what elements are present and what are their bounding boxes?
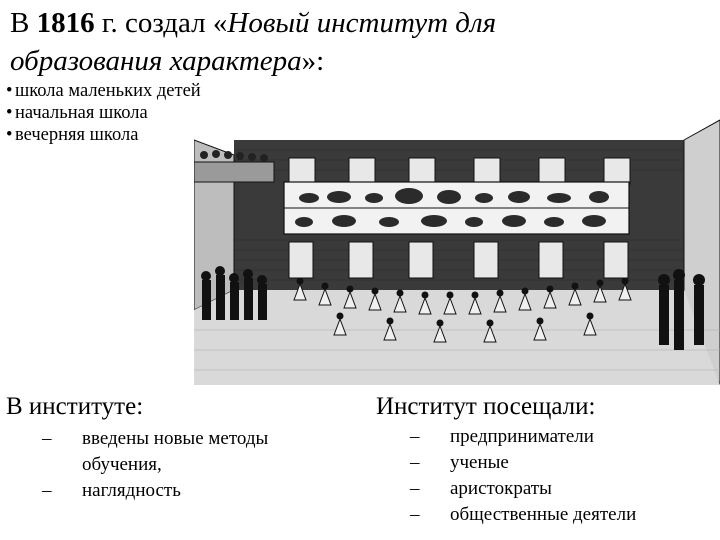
school-hall-illustration <box>194 100 720 385</box>
bullet-item: вечерняя школа <box>6 124 206 146</box>
list-item: – наглядность <box>42 478 342 504</box>
list-item-text: наглядность <box>82 480 181 501</box>
school-types-list: школа маленьких детей начальная школа ве… <box>6 80 206 146</box>
dash-marker: – <box>410 452 420 473</box>
list-item: – предприниматели <box>410 424 715 450</box>
institute-features-list: – введены новые методы обучения, – нагля… <box>42 426 342 504</box>
list-item: – аристократы <box>410 476 715 502</box>
visitors-heading: Институт посещали: <box>376 393 596 420</box>
title-middle: г. создал « <box>94 7 228 39</box>
list-item: – введены новые методы обучения, <box>42 426 342 478</box>
visitors-list: – предприниматели – ученые – аристократы… <box>410 424 715 528</box>
list-item: – ученые <box>410 450 715 476</box>
list-item: – общественные деятели <box>410 502 715 528</box>
institute-heading: В институте: <box>6 393 144 420</box>
list-item-text: предприниматели <box>450 426 594 447</box>
title-prefix: В <box>10 7 37 39</box>
bullet-item: начальная школа <box>6 102 206 124</box>
dash-marker: – <box>410 478 420 499</box>
dash-marker: – <box>410 504 420 525</box>
title-institute-name: Новый институт для образования характера <box>10 7 497 77</box>
bullet-item: школа маленьких детей <box>6 80 206 102</box>
dash-marker: – <box>42 428 52 449</box>
slide-title: В 1816 г. создал «Новый институт для обр… <box>10 4 630 80</box>
list-item-text: введены новые методы обучения, <box>82 428 269 475</box>
list-item-text: ученые <box>450 452 509 473</box>
dash-marker: – <box>42 480 52 501</box>
title-year: 1816 <box>36 7 95 39</box>
list-item-text: аристократы <box>450 478 552 499</box>
title-suffix: »: <box>301 45 325 77</box>
dash-marker: – <box>410 426 420 447</box>
list-item-text: общественные деятели <box>450 504 637 525</box>
school-hall-engraving <box>194 100 720 385</box>
